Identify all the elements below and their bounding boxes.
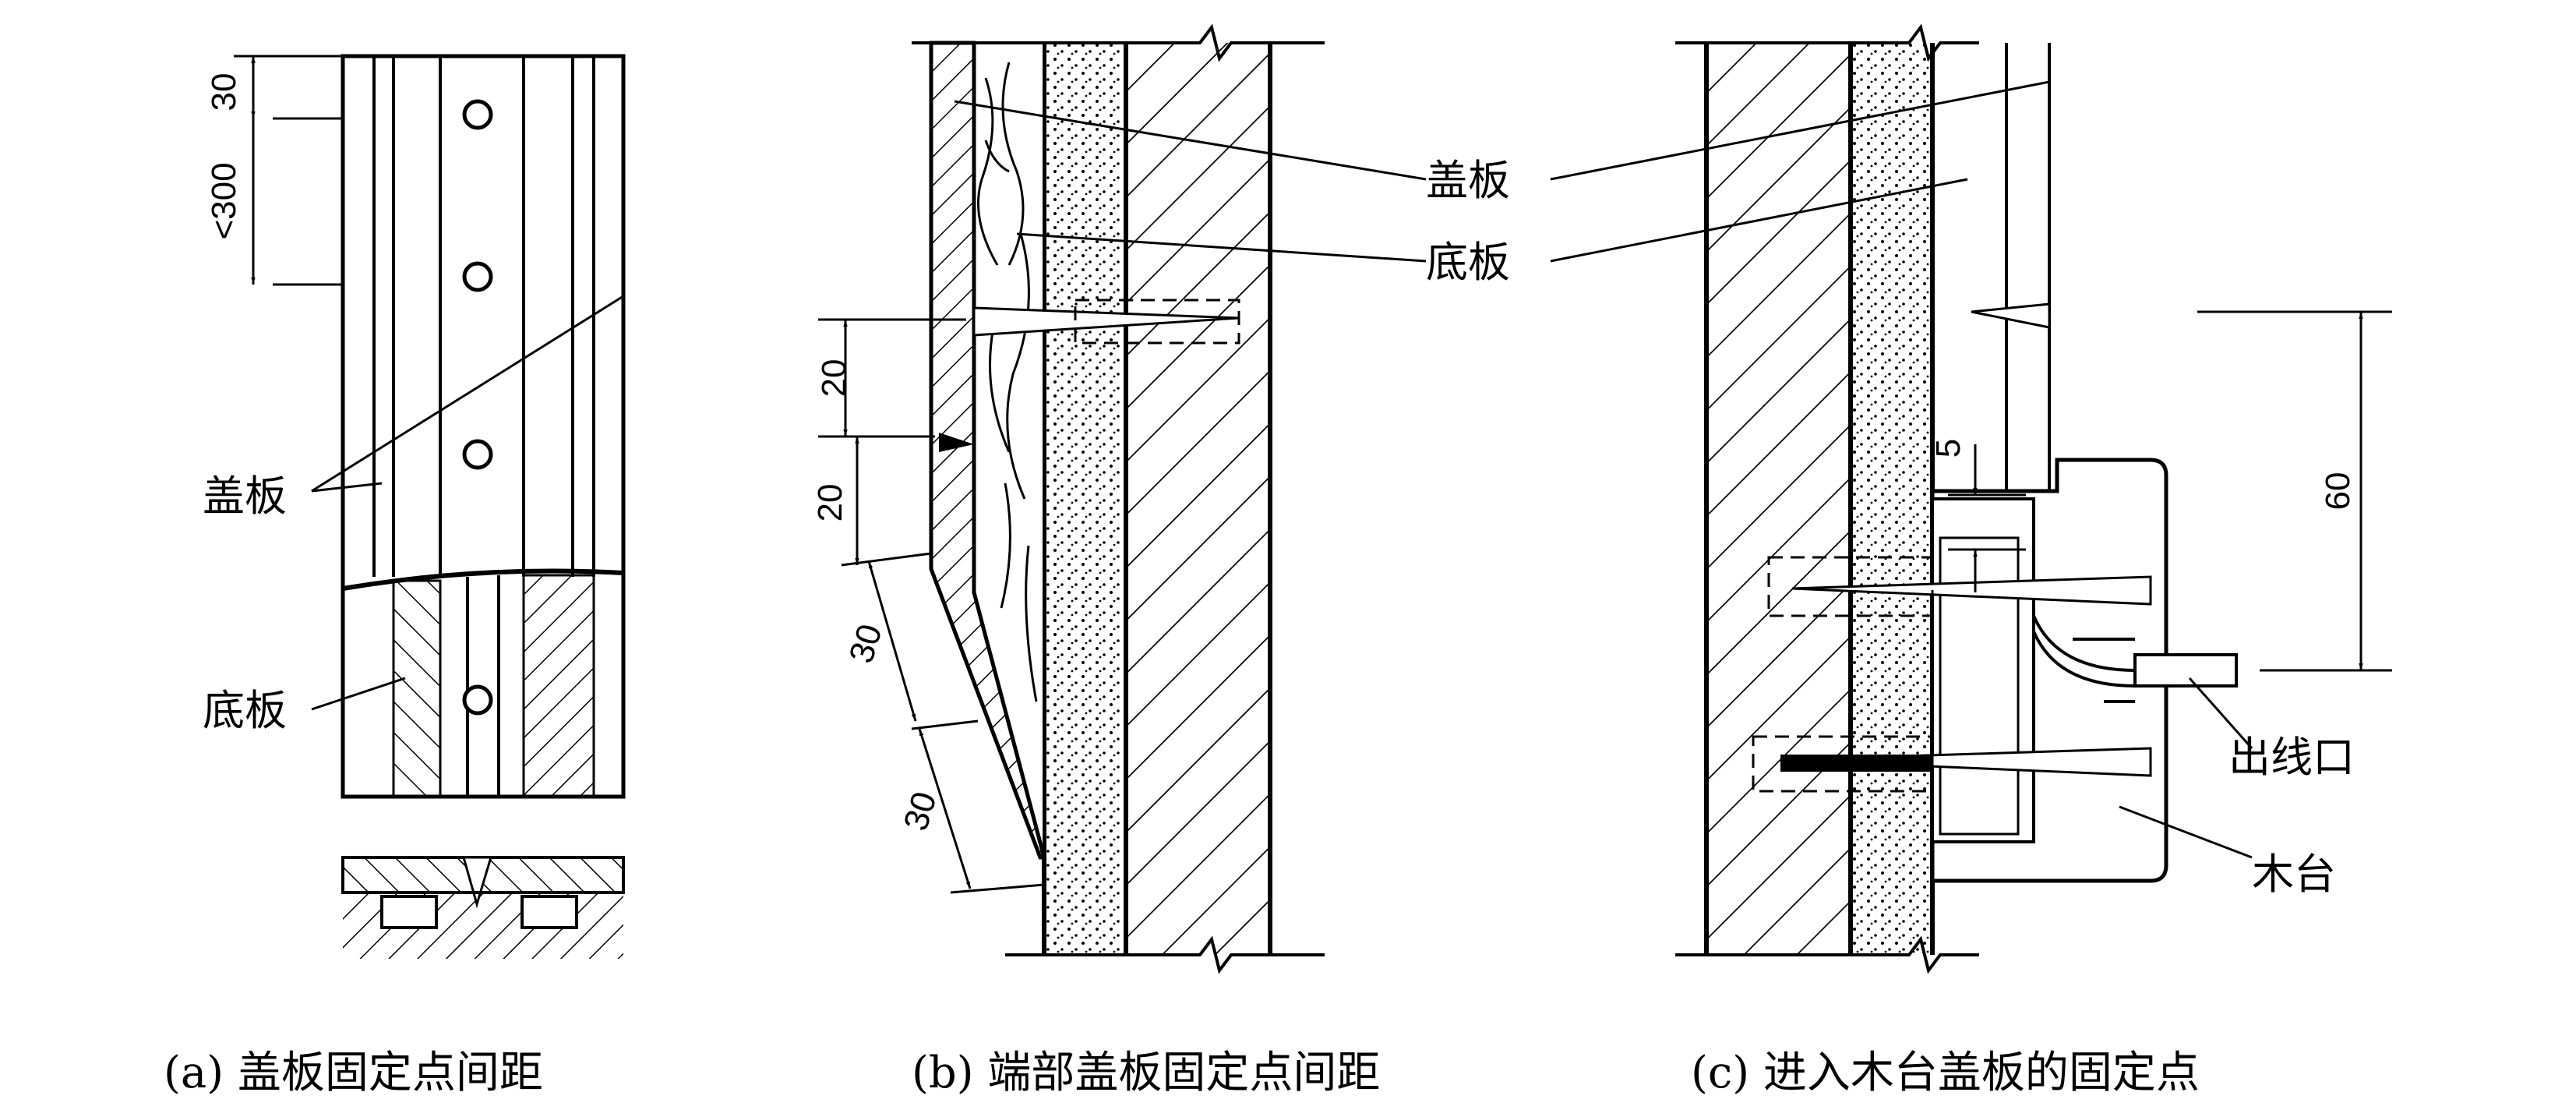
caption-a: (a) 盖板固定点间距 [164, 1048, 543, 1098]
base-boundary [342, 568, 624, 591]
label-cover-a: 盖板 [203, 472, 287, 521]
base-hatch-right [522, 574, 595, 798]
cover-cross-section [341, 856, 625, 959]
nail-c1 [1791, 575, 2152, 606]
panel-c: 5 60 出线口 木台 (c) 进入木台盖板的固定点 [1550, 23, 2392, 1098]
dim-20a: 20 [815, 359, 853, 398]
nail-c2 [1780, 747, 2152, 777]
dim-30b: 30 [897, 787, 944, 835]
panel-b: 20 20 30 30 盖板 底板 (b) 端部盖板固定点间距 [811, 23, 1510, 1098]
outlet-tube [2133, 653, 2238, 688]
label-base-b: 底板 [1426, 238, 1510, 287]
cover-ribs [372, 56, 595, 577]
dim-300: <300 [205, 162, 243, 239]
dim-30a: 30 [842, 620, 890, 667]
label-cover-b: 盖板 [1426, 156, 1510, 205]
label-base-a: 底板 [203, 686, 287, 735]
nail-b2 [939, 433, 974, 452]
caption-c: (c) 进入木台盖板的固定点 [1691, 1048, 2200, 1098]
wall-c [1706, 43, 1851, 955]
dim-5: 5 [1929, 439, 1967, 458]
dim-20b: 20 [811, 484, 849, 522]
wall-b [1126, 43, 1270, 955]
dim-30: 30 [205, 73, 243, 111]
label-outlet: 出线口 [2228, 733, 2355, 782]
label-wood-block: 木台 [2252, 850, 2336, 899]
caption-b: (b) 端部盖板固定点间距 [912, 1048, 1380, 1098]
dim-60: 60 [2319, 472, 2357, 511]
nail-c3 [1971, 302, 2051, 329]
nail-b1 [972, 306, 1240, 337]
base-hatch-left [392, 579, 442, 798]
panel-a: 30 <300 盖板 底板 (a) 盖板固定点间距 [164, 54, 626, 1098]
plaster-c [1851, 43, 1932, 955]
plaster-b [1044, 43, 1126, 955]
panel-a-dimensions: 30 <300 [205, 55, 343, 286]
panel-c-dimensions: 5 60 [1929, 310, 2392, 672]
fixing-holes [462, 99, 493, 716]
panel-b-dimensions: 20 20 30 30 [811, 318, 1045, 894]
wood-grain [977, 62, 1038, 702]
